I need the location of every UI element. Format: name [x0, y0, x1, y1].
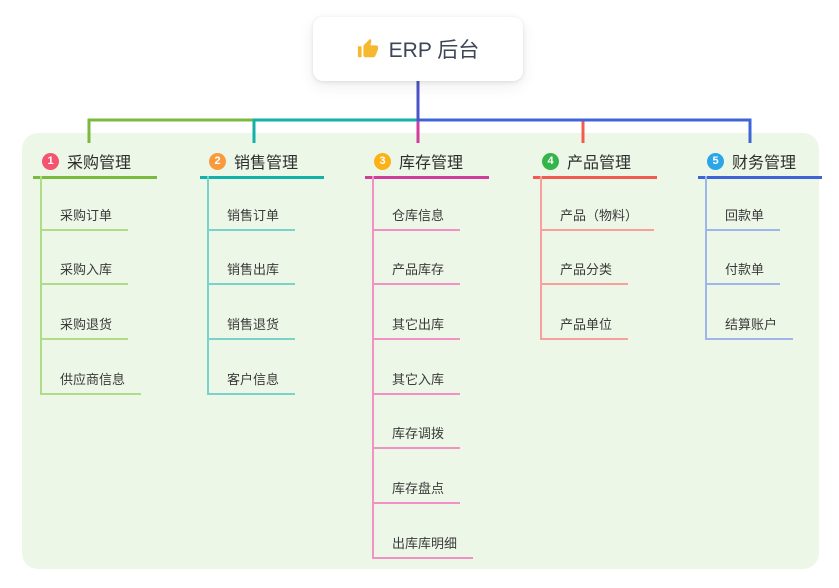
child-node: 其它入库 [372, 340, 461, 395]
child-node: 仓库信息 [372, 176, 461, 231]
branch-children: 产品（物料）产品分类产品单位 [540, 176, 657, 341]
child-node: 产品（物料） [540, 176, 655, 231]
child-node: 销售退货 [207, 285, 296, 341]
child-node: 采购入库 [40, 230, 129, 286]
branch-number-badge: 2 [209, 152, 226, 170]
branch-header: 4 产品管理 [533, 146, 657, 179]
root-node: ERP 后台 [313, 17, 523, 81]
branch-number-badge: 3 [374, 152, 391, 170]
branch-title: 产品管理 [567, 155, 632, 172]
branch-node: 4 产品管理 产品（物料）产品分类产品单位 [533, 146, 657, 341]
branch-number-badge: 1 [42, 152, 59, 170]
branch-title: 销售管理 [234, 155, 299, 172]
branch-header: 1 采购管理 [33, 146, 157, 179]
child-node: 付款单 [705, 230, 781, 286]
branch-children: 仓库信息产品库存其它出库其它入库库存调拨库存盘点出库库明细 [372, 176, 489, 559]
branch-children: 销售订单销售出库销售退货客户信息 [207, 176, 324, 395]
child-node: 客户信息 [207, 340, 296, 395]
branch-header: 2 销售管理 [200, 146, 324, 179]
child-node: 产品分类 [540, 230, 629, 286]
child-node: 库存盘点 [372, 449, 461, 505]
branch-number-badge: 5 [707, 152, 724, 170]
child-node: 其它出库 [372, 285, 461, 341]
child-node: 销售出库 [207, 230, 296, 286]
branch-node: 1 采购管理 采购订单采购入库采购退货供应商信息 [33, 146, 157, 395]
branch-children: 回款单付款单结算账户 [705, 176, 822, 341]
branch-title: 财务管理 [732, 155, 797, 172]
branch-header: 5 财务管理 [698, 146, 822, 179]
child-node: 产品库存 [372, 230, 461, 286]
child-node: 供应商信息 [40, 340, 142, 395]
branch-node: 2 销售管理 销售订单销售出库销售退货客户信息 [200, 146, 324, 395]
branch-title: 采购管理 [67, 155, 132, 172]
child-node: 回款单 [705, 176, 781, 231]
branch-title: 库存管理 [399, 155, 464, 172]
root-title: ERP 后台 [388, 39, 480, 62]
branches-panel [22, 133, 819, 569]
child-node: 销售订单 [207, 176, 296, 231]
child-node: 采购退货 [40, 285, 129, 341]
branch-children: 采购订单采购入库采购退货供应商信息 [40, 176, 157, 395]
branch-number-badge: 4 [542, 152, 559, 170]
branch-node: 3 库存管理 仓库信息产品库存其它出库其它入库库存调拨库存盘点出库库明细 [365, 146, 489, 559]
child-node: 结算账户 [705, 285, 794, 341]
thumbs-up-icon [357, 38, 378, 58]
child-node: 库存调拨 [372, 394, 461, 450]
child-node: 产品单位 [540, 285, 629, 341]
branch-node: 5 财务管理 回款单付款单结算账户 [698, 146, 822, 341]
branch-header: 3 库存管理 [365, 146, 489, 179]
child-node: 采购订单 [40, 176, 129, 231]
child-node: 出库库明细 [372, 504, 474, 559]
